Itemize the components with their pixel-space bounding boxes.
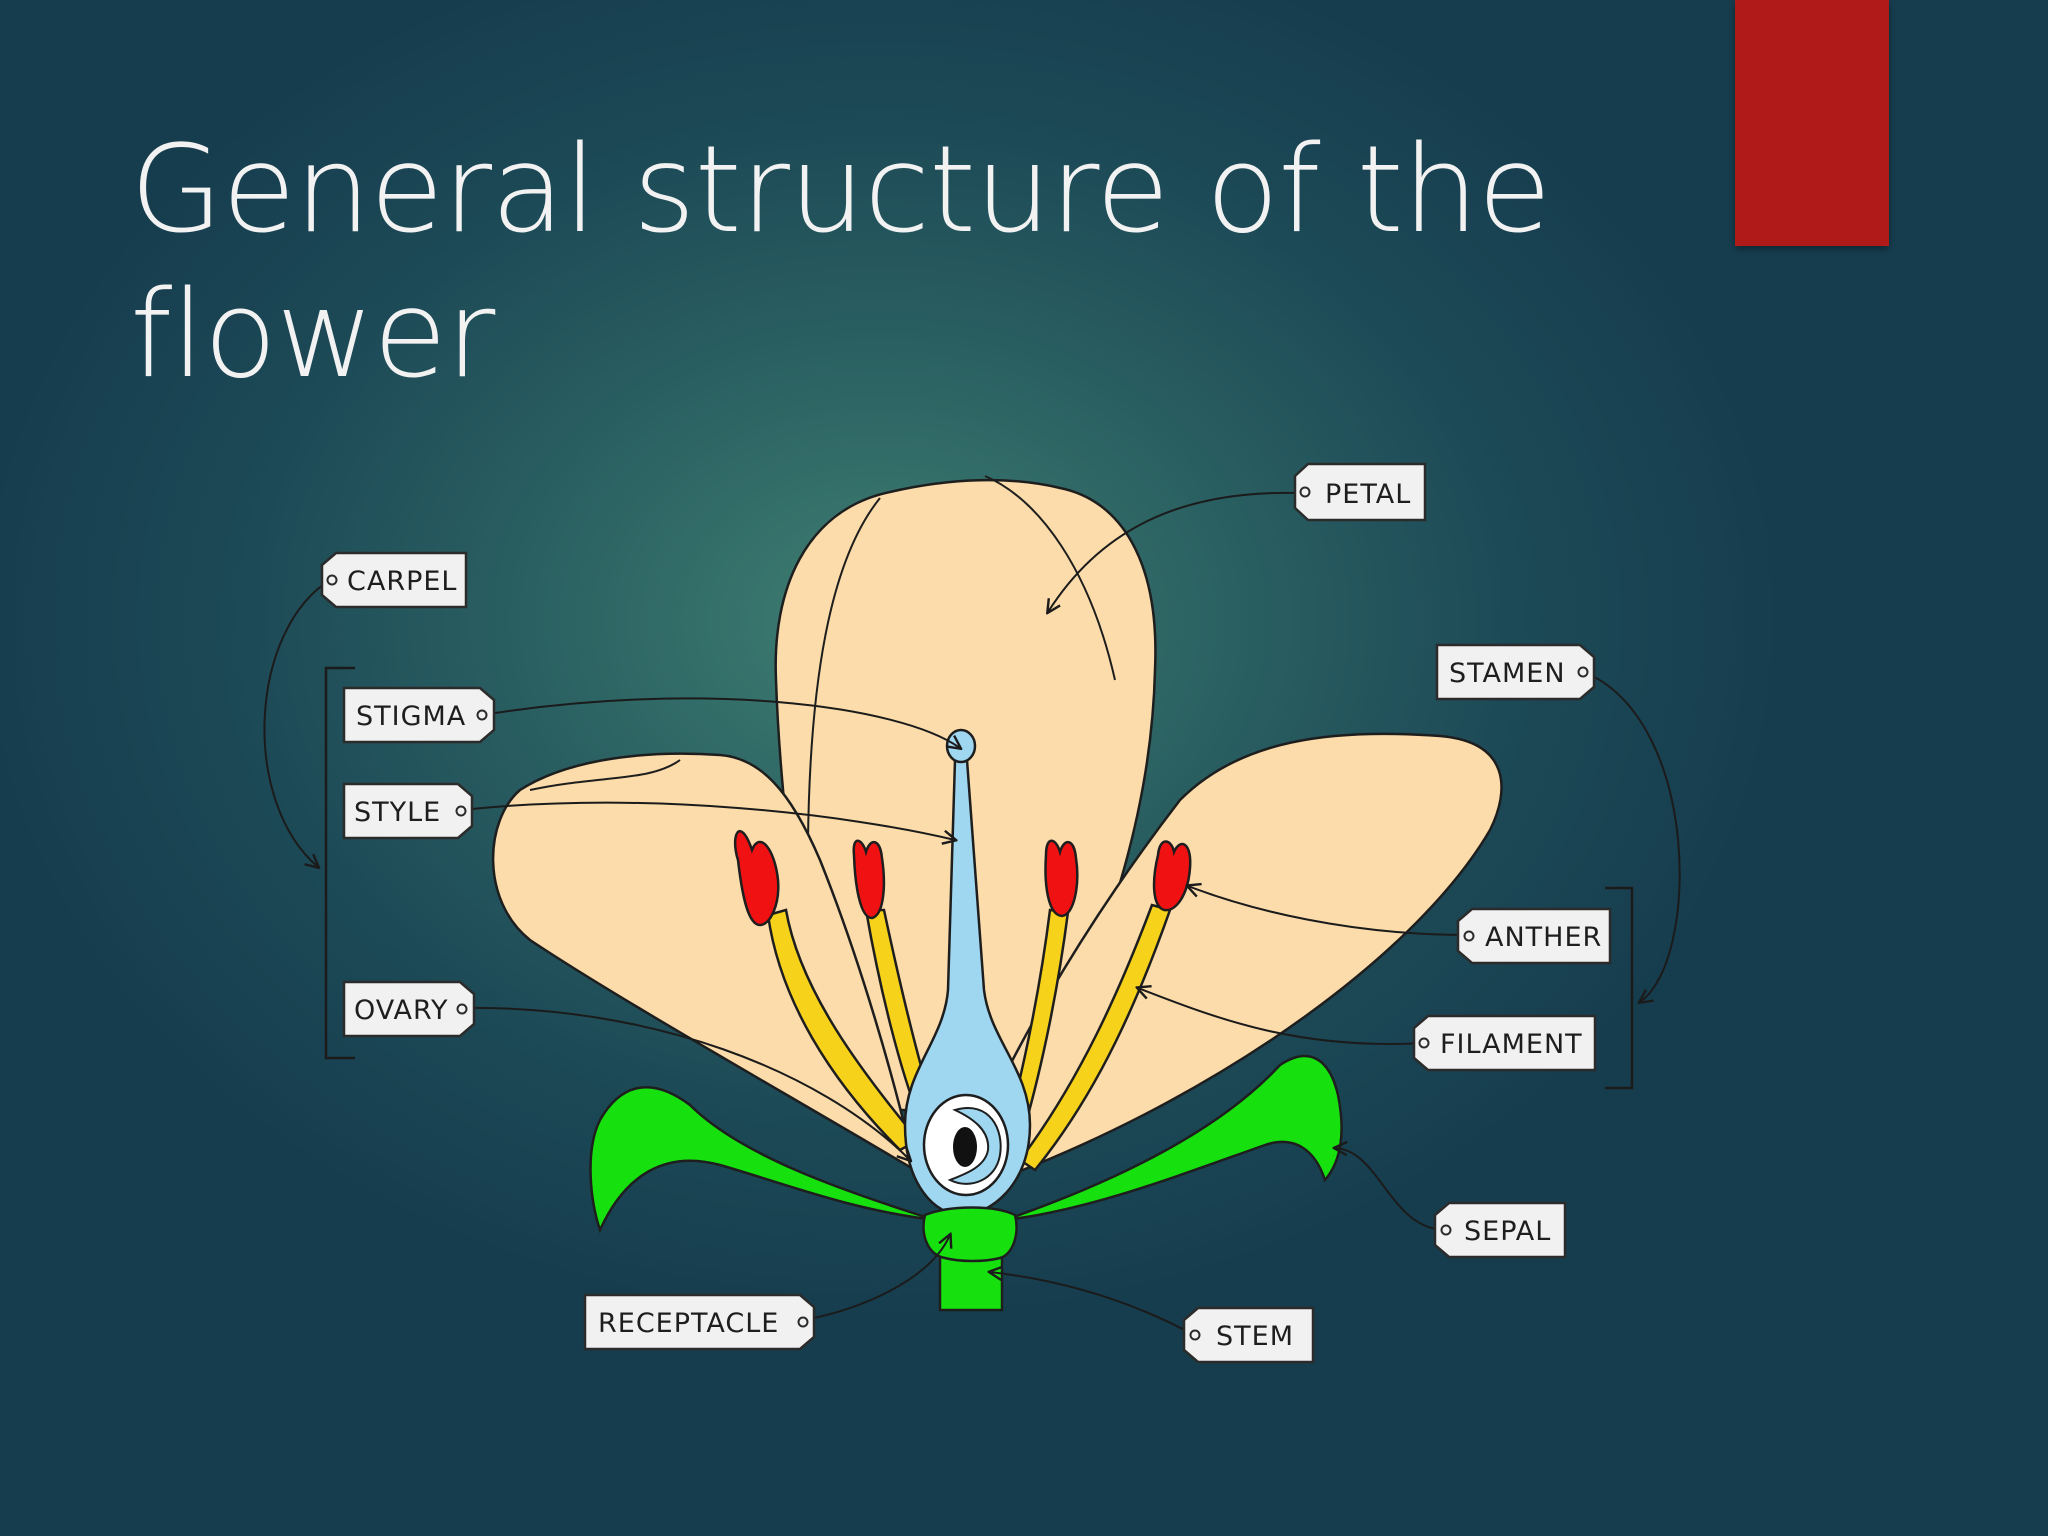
- filaments: [766, 903, 1172, 1172]
- label-carpel-text: CARPEL: [347, 566, 457, 597]
- ovule-stalk: [947, 1107, 1002, 1185]
- label-stem-text: STEM: [1216, 1321, 1294, 1352]
- slide-title: General structure of the flower: [130, 121, 1552, 405]
- label-petal-text: PETAL: [1325, 479, 1411, 510]
- leader-lines: [263, 491, 1681, 1337]
- label-stamen-text: STAMEN: [1449, 658, 1566, 689]
- label-receptacle-text: RECEPTACLE: [598, 1308, 779, 1339]
- sepals: [589, 1054, 1343, 1234]
- label-ovary-text: OVARY: [354, 995, 449, 1026]
- receptacle-stem: [922, 1206, 1018, 1312]
- label-stigma-text: STIGMA: [356, 701, 466, 732]
- sepal-left: [589, 1086, 936, 1234]
- leader-stamen: [1583, 671, 1681, 1002]
- label-anther: ANTHER: [1456, 907, 1612, 965]
- label-carpel: CARPEL: [320, 551, 468, 609]
- label-anther-text: ANTHER: [1485, 922, 1602, 953]
- leader-anther: [1188, 886, 1469, 936]
- filament-4: [1018, 903, 1172, 1172]
- label-stigma: STIGMA: [342, 686, 496, 744]
- label-sepal-text: SEPAL: [1464, 1216, 1551, 1247]
- anther-1: [733, 829, 780, 927]
- leader-style: [460, 801, 955, 840]
- label-filament: FILAMENT: [1412, 1014, 1597, 1072]
- receptacle: [922, 1206, 1018, 1263]
- label-filament-text: FILAMENT: [1440, 1029, 1583, 1060]
- anther-2: [852, 839, 886, 920]
- label-ovary: OVARY: [342, 980, 476, 1038]
- stamen-bracket: [1605, 886, 1634, 1090]
- label-receptacle: RECEPTACLE: [583, 1293, 816, 1351]
- sepal-right: [1004, 1054, 1343, 1222]
- label-style-text: STYLE: [354, 797, 441, 828]
- petal-left-edge: [529, 759, 681, 791]
- anther-3: [1044, 839, 1079, 918]
- petal-left: [491, 752, 917, 1173]
- leader-ovary: [461, 1006, 910, 1160]
- leader-stem: [990, 1272, 1197, 1337]
- label-stem: STEM: [1182, 1306, 1315, 1364]
- petal-fold-line-right: [984, 475, 1116, 681]
- anther-4: [1152, 840, 1192, 912]
- label-style: STYLE: [342, 782, 474, 840]
- leader-carpel: [263, 579, 331, 867]
- leader-sepal: [1335, 1148, 1447, 1231]
- leader-petal: [1048, 491, 1299, 612]
- label-petal: PETAL: [1293, 462, 1427, 522]
- petal-fold-line: [807, 497, 881, 841]
- ovule: [953, 1127, 977, 1167]
- carpel: [903, 728, 1032, 1217]
- label-sepal: SEPAL: [1433, 1201, 1567, 1259]
- anthers: [733, 829, 1192, 927]
- stigma-tip: [945, 728, 977, 764]
- carpel-bracket: [324, 666, 355, 1060]
- leader-stigma: [481, 697, 960, 748]
- accent-bar: [1735, 0, 1889, 246]
- leader-receptacle: [803, 1235, 950, 1321]
- label-stamen: STAMEN: [1435, 643, 1596, 701]
- leader-filament: [1138, 988, 1425, 1046]
